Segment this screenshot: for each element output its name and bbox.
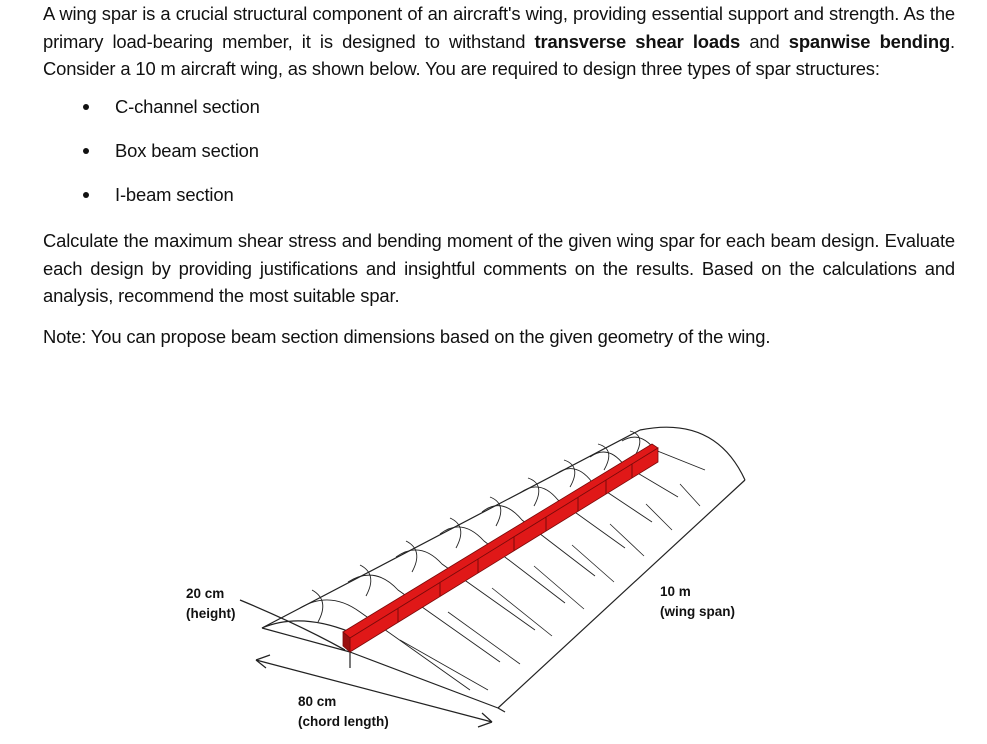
spar-top-flange (342, 443, 659, 639)
list-item-label: I-beam section (115, 184, 234, 205)
chord-caption: (chord length) (298, 714, 389, 729)
bullet-icon (83, 192, 89, 198)
intro-text-2: and (740, 30, 789, 52)
task-paragraph: Calculate the maximum shear stress and b… (43, 230, 955, 306)
intro-text-1: A wing spar is a crucial structural comp… (43, 3, 955, 52)
span-label: 10 m (wing span) (660, 582, 735, 622)
intro-text-3: . Consider a 10 m aircraft wing, as show… (43, 30, 955, 80)
wing-trailing-edge (497, 479, 746, 709)
intro-bold-shear: transverse shear loads (534, 30, 741, 52)
list-item-label: C-channel section (115, 96, 260, 117)
wing-root-upper (261, 620, 351, 633)
list-item: C-channel section (43, 85, 643, 129)
spar (342, 443, 659, 653)
spar-web (349, 447, 659, 653)
height-leader-line (239, 599, 346, 651)
list-item: Box beam section (43, 129, 643, 173)
wing-leading-edge (261, 429, 641, 629)
list-item: I-beam section (43, 173, 643, 217)
chord-label: 80 cm (chord length) (298, 692, 389, 732)
wing-tip-curve (639, 426, 746, 481)
chord-value: 80 cm (298, 694, 337, 709)
intro-bold-bending: spanwise bending (788, 30, 951, 52)
wing-root-lower (349, 651, 499, 709)
span-caption: (wing span) (660, 604, 735, 619)
height-value: 20 cm (186, 586, 225, 601)
wing-root-face (261, 627, 351, 668)
chord-arrow (255, 654, 493, 728)
note-paragraph: Note: You can propose beam section dimen… (43, 326, 771, 347)
bullet-icon (83, 148, 89, 154)
wing-ribs (299, 430, 706, 691)
span-value: 10 m (660, 584, 691, 599)
height-label: 20 cm (height) (186, 584, 236, 624)
bullet-icon (83, 104, 89, 110)
intro-paragraph: A wing spar is a crucial structural comp… (43, 0, 955, 83)
spar-type-list: C-channel section Box beam section I-bea… (43, 85, 643, 217)
list-item-label: Box beam section (115, 140, 259, 161)
height-caption: (height) (186, 606, 236, 621)
